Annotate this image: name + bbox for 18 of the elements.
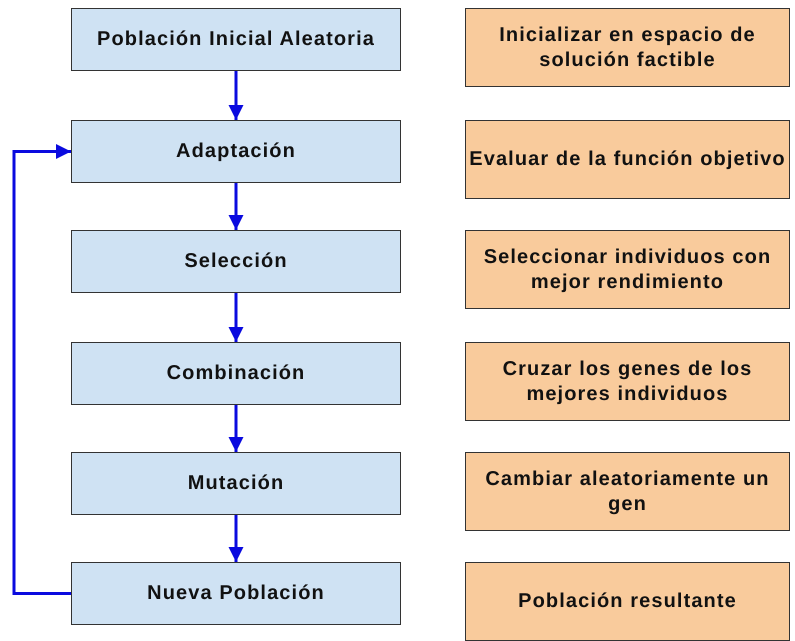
- process-box: Adaptación: [71, 120, 401, 183]
- process-box: Selección: [71, 230, 401, 293]
- description-box: Seleccionar individuos con mejor rendimiento: [465, 230, 790, 309]
- process-box: Población Inicial Aleatoria: [71, 8, 401, 71]
- process-box: Nueva Población: [71, 562, 401, 625]
- arrow: [228, 405, 244, 452]
- arrow: [12, 144, 71, 595]
- arrow: [228, 183, 244, 230]
- description-box: Inicializar en espacio de solución factible: [465, 8, 790, 87]
- process-box: Combinación: [71, 342, 401, 405]
- description-box: Población resultante: [465, 562, 790, 641]
- arrow: [228, 71, 244, 120]
- arrow: [228, 293, 244, 342]
- description-box: Cambiar aleatoriamente un gen: [465, 452, 790, 531]
- process-box: Mutación: [71, 452, 401, 515]
- description-box: Cruzar los genes de los mejores individuos: [465, 342, 790, 421]
- description-box: Evaluar de la función objetivo: [465, 120, 790, 199]
- arrow: [228, 515, 244, 562]
